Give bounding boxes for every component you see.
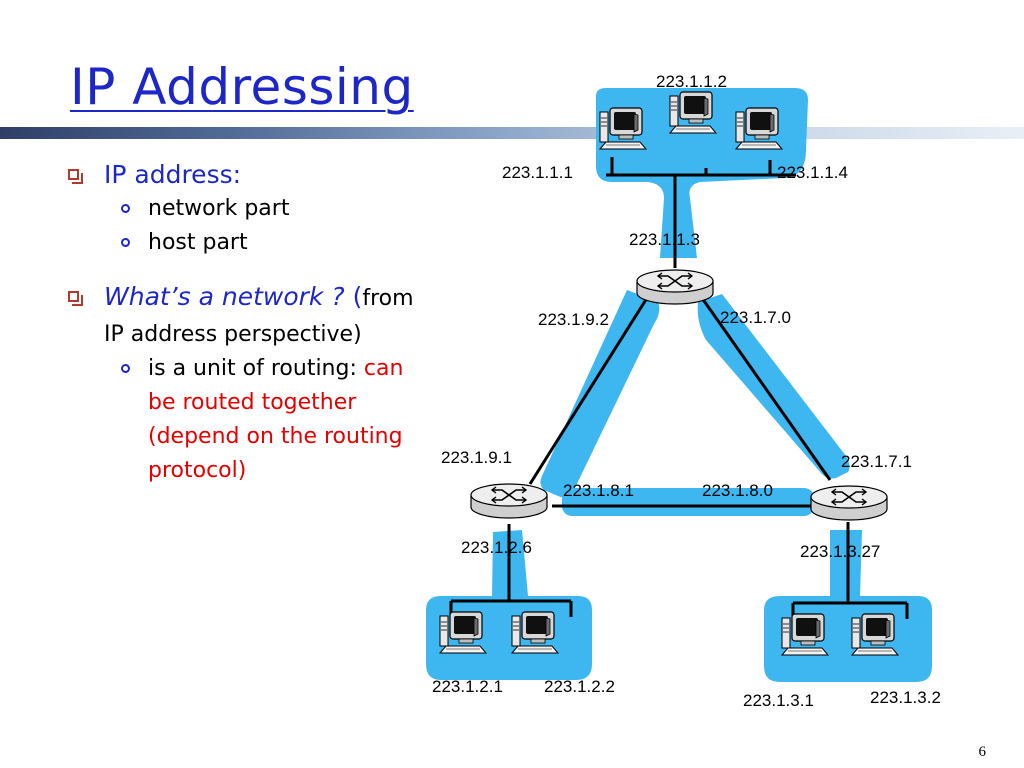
label-223-1-9-2: 223.1.9.2	[538, 310, 609, 329]
label-223-1-1-4: 223.1.1.4	[777, 163, 848, 182]
label-223-1-1-3: 223.1.1.3	[629, 230, 700, 249]
host-223-1-1-2-icon	[669, 91, 717, 134]
address-labels: 223.1.1.2 223.1.1.1 223.1.1.4 223.1.1.3 …	[432, 72, 941, 710]
router-top-icon	[636, 269, 714, 305]
label-223-1-3-1: 223.1.3.1	[743, 691, 814, 710]
label-223-1-8-0: 223.1.8.0	[702, 481, 773, 500]
label-223-1-7-1: 223.1.7.1	[841, 452, 912, 471]
square-bullet-icon	[68, 169, 83, 184]
bullet-whats-a-network-italic: What’s a network ?	[104, 282, 345, 311]
label-223-1-3-27: 223.1.3.27	[800, 542, 880, 561]
label-223-1-2-1: 223.1.2.1	[432, 677, 503, 696]
bullet-whats-a-network: What’s a network ? (from IP address pers…	[66, 280, 416, 352]
bullet-ip-address-text: IP address:	[104, 160, 242, 189]
sub-bullet-host-part: host part	[66, 226, 416, 260]
host-223-1-3-2-icon	[851, 613, 899, 656]
label-223-1-1-2: 223.1.1.2	[656, 72, 727, 91]
label-223-1-3-2: 223.1.3.2	[870, 688, 941, 707]
sub-bullet-network-part: network part	[66, 192, 416, 226]
sub-bullet-unit-of-routing-text: is a unit of routing:	[148, 356, 357, 381]
sub-bullet-host-part-text: host part	[148, 230, 248, 255]
subnet-223-1-8-region	[562, 488, 814, 516]
host-223-1-2-2-icon	[511, 611, 559, 654]
router-right-icon	[810, 485, 888, 521]
slide-title: IP Addressing	[70, 58, 414, 116]
subnet-223-1-9-region	[540, 290, 660, 498]
sub-bullet-network-part-text: network part	[148, 196, 290, 221]
page-number: 6	[978, 744, 987, 760]
bullet-open-paren: (	[352, 282, 363, 311]
sub-bullet-routed-together-text: can be routed together (depend on the ro…	[148, 356, 404, 483]
label-223-1-7-0: 223.1.7.0	[720, 308, 791, 327]
host-223-1-1-4-icon	[735, 107, 783, 150]
label-223-1-1-1: 223.1.1.1	[502, 163, 573, 182]
ring-bullet-icon	[121, 364, 130, 373]
subnet-223-1-7-region	[697, 294, 850, 479]
host-223-1-1-1-icon	[599, 107, 647, 150]
host-223-1-3-1-icon	[781, 613, 829, 656]
label-223-1-2-2: 223.1.2.2	[544, 677, 615, 696]
ring-bullet-icon	[121, 238, 130, 247]
label-223-1-8-1: 223.1.8.1	[563, 481, 634, 500]
ring-bullet-icon	[121, 204, 130, 213]
host-223-1-2-1-icon	[439, 611, 487, 654]
bullet-ip-address: IP address:	[66, 158, 416, 192]
sub-bullet-unit-of-routing: is a unit of routing: can be routed toge…	[66, 352, 416, 488]
network-links	[449, 157, 909, 619]
label-223-1-9-1: 223.1.9.1	[441, 448, 512, 467]
label-223-1-2-6: 223.1.2.6	[461, 538, 532, 557]
bullet-whats-a-network-rest: from IP address perspective)	[104, 286, 414, 347]
bullet-list: IP address: network part host part What’…	[66, 158, 416, 488]
router-left-icon	[470, 483, 548, 519]
square-bullet-icon	[68, 291, 83, 306]
